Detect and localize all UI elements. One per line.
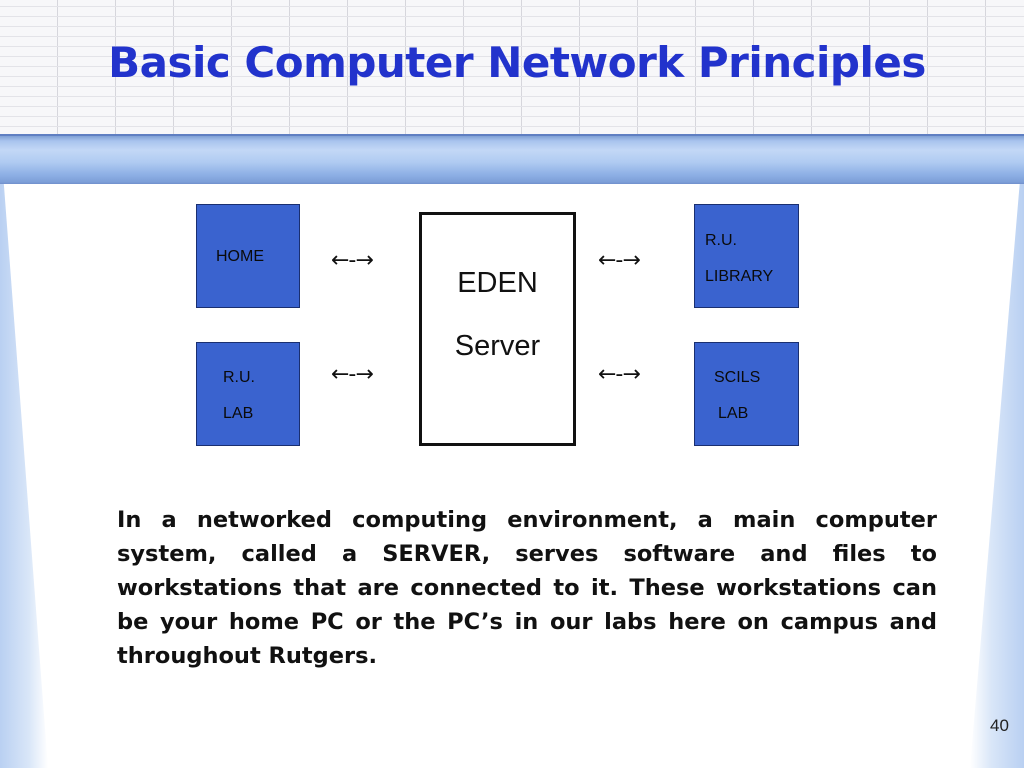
arrow-server-rulibrary: ←-→ — [598, 248, 641, 273]
header-blue-band — [0, 136, 1024, 184]
server-name: EDEN — [457, 267, 538, 299]
node-ru-lab-line2: LAB — [223, 405, 254, 422]
arrow-rulab-server: ←-→ — [331, 362, 374, 387]
header-divider-line — [0, 134, 1024, 137]
page-number: 40 — [990, 716, 1009, 735]
slide-title: Basic Computer Network Principles — [108, 38, 926, 87]
node-home: HOME — [196, 204, 300, 308]
node-ru-library-line2: LIBRARY — [705, 268, 774, 285]
node-scils-lab: SCILS LAB — [694, 342, 799, 446]
node-ru-lab: R.U. LAB — [196, 342, 300, 446]
arrow-home-server: ←-→ — [331, 248, 374, 273]
body-paragraph: In a networked computing environment, a … — [117, 507, 937, 669]
header-grid-background — [0, 0, 1024, 136]
eden-server-box: EDEN Server — [419, 212, 576, 446]
node-ru-library: R.U. LIBRARY — [694, 204, 799, 308]
left-decorative-wedge — [0, 184, 48, 768]
right-decorative-wedge — [970, 184, 1024, 768]
node-ru-library-line1: R.U. — [705, 232, 737, 249]
node-scils-lab-line1: SCILS — [714, 369, 761, 386]
node-scils-lab-line2: LAB — [718, 405, 749, 422]
server-label: Server — [454, 330, 541, 362]
node-home-label: HOME — [216, 248, 264, 265]
arrow-server-scilslab: ←-→ — [598, 362, 641, 387]
node-ru-lab-line1: R.U. — [223, 369, 255, 386]
